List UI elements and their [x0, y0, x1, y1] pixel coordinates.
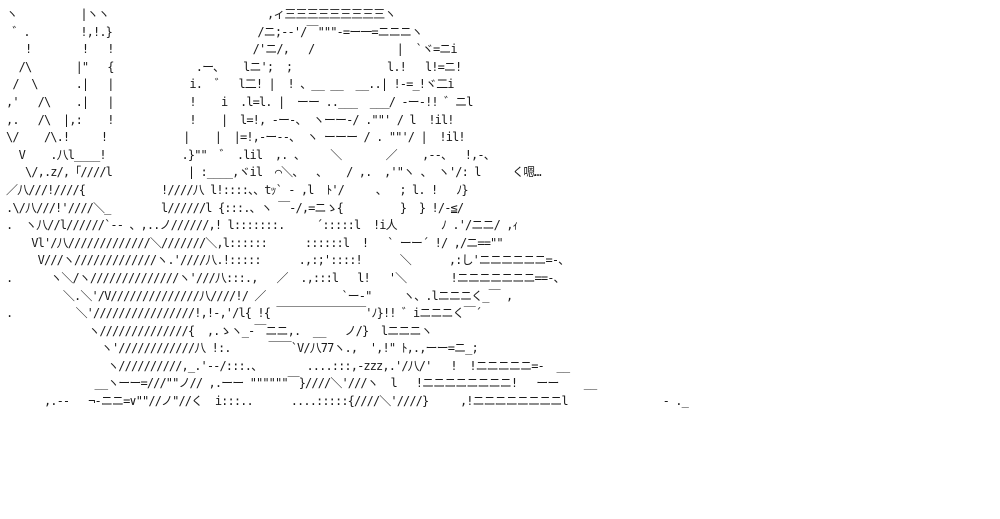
art-line: ／八///!////{ !////八 l!::::、、tｯ` - ,l ﾄ'/ … [6, 182, 469, 197]
art-line: \/,.z/,「////l | :____,ヾil ⌒＼、 、 / ,. ,'"… [6, 165, 542, 180]
art-line: ! ! ! /'ニ/, / | `ヾ=ニi [6, 42, 458, 57]
art-line: ゛. !,!.} /ニ;--'/￣"""-=ー一=ニニニヽ [6, 24, 423, 39]
art-line: Vl'/八/////////////＼///////＼,l:::::: ::::… [6, 235, 503, 250]
art-line: V///ヽ/////////////ヽ.'////八.!::::: .,:;':… [6, 253, 571, 268]
ascii-art-figure: ヽ |ヽヽ ,ィ三三三三三三三三三ヽ ゛. !,!.} /ニ;--'/￣"""-… [6, 6, 689, 411]
art-line: V .八l____! .}"" ゛ .lil ,. 、 ＼ ／ ,--、 !,-… [6, 147, 496, 162]
art-line: .\/八///!'////＼_ l//////l {:::.、ヽ ￣-/,=ニゝ… [6, 200, 464, 215]
art-line: ヽ//////////////{ ,.ゝヽ_-￣ニニ,. __ ノ/} lニニニ… [6, 323, 432, 338]
art-line: ＼.＼'/V//////////////八////!/ ／ `ー-" ヽ、.lニ… [6, 288, 513, 303]
art-line: ,.-- ¬-ニニ=∨""//ノ"//く i:::.. ....:::::{//… [6, 394, 689, 409]
art-line: ヽ//////////,_.'--/:::.、 ....:::,-zzz,.'/… [6, 358, 570, 373]
art-line: ,' /\ .| | ! i .l=l. | ーー ..___ ___/ -ー-… [6, 94, 474, 109]
art-line: /\ |" { .ー、 lニ'; ; l.! l!=ニ! [6, 59, 463, 74]
art-line: . ヽ＼/ヽ//////////////ヽ'///八:::., ／ .,:::l… [6, 270, 566, 285]
art-line: . ヽ八//l//////`-- 、,..ノ//////,! l:::::::.… [6, 218, 519, 233]
art-line: ヽ'////////////八 !:. ￣￣`V/八77ヽ., ',!" ﾄ,.… [6, 341, 479, 356]
art-line: ,. /\ |,: ! ! | l=!, -ー-、 ヽーー-/ .""' / l… [6, 112, 455, 127]
art-line: \/ /\.! ! | | |=!,-ー--、 ヽ ーーー / . ""'/ |… [6, 130, 466, 145]
art-line: / \ .| | i. ゛ l二! | ! 、__ __ __..| !-=_!… [6, 77, 454, 92]
art-line: __ヽーー=///""ノ// ,.ーー """"""￣}////＼'///ヽ l… [6, 376, 598, 391]
art-line: ヽ |ヽヽ ,ィ三三三三三三三三三ヽ [6, 7, 396, 21]
art-line: . ＼'////////////////!,!-,'/l{ !{ ￣￣￣￣￣￣￣… [6, 306, 482, 321]
